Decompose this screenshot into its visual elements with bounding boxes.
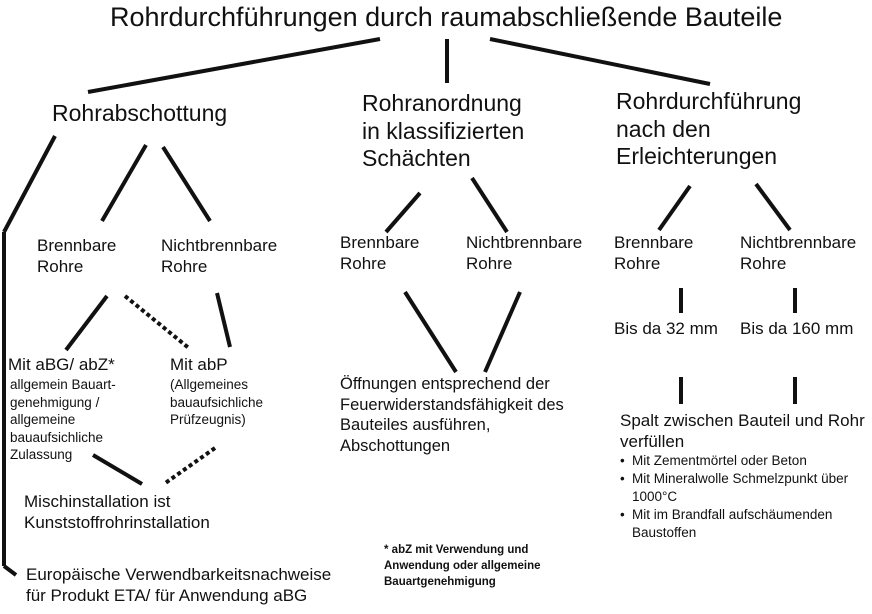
dotted-connector-abp-mix bbox=[162, 446, 217, 486]
col1-brennbare-rohre: Brennbare Rohre bbox=[37, 236, 117, 276]
col1-abp-title: Mit abP bbox=[170, 355, 228, 374]
col3-spalt-verfuellen: Spalt zwischen Bauteil und Rohr verfülle… bbox=[620, 411, 865, 451]
col3-nichtbrennbare-rohre: Nichtbrennbare Rohre bbox=[740, 233, 857, 273]
list-item: Mit Mineralwolle Schmelzpunkt über 1000°… bbox=[620, 470, 848, 506]
page-title: Rohrdurchführungen durch raumabschließen… bbox=[110, 2, 783, 32]
col3-limit-160mm: Bis da 160 mm bbox=[740, 319, 854, 338]
connector-col1-abg-mix bbox=[91, 453, 144, 486]
col2-brennbare-rohre: Brennbare Rohre bbox=[340, 233, 420, 273]
col1-nichtbrennbare-rohre: Nichtbrennbare Rohre bbox=[161, 236, 278, 276]
connector-col2-brennbar-result bbox=[403, 290, 458, 374]
list-item: Mit im Brandfall aufschäumenden Baustoff… bbox=[620, 506, 848, 542]
bullet-list: Mit Zementmörtel oder Beton Mit Mineralw… bbox=[620, 452, 848, 542]
footnote-abz: * abZ mit Verwendung und Anwendung oder … bbox=[384, 544, 541, 589]
col3-fill-material-list: Mit Zementmörtel oder Beton Mit Mineralw… bbox=[620, 450, 848, 542]
connector-col3-right bbox=[754, 182, 792, 232]
col1-abg-description: allgemein Bauart- genehmigung / allgemei… bbox=[10, 377, 116, 463]
col1-europaeische-nachweise: Europäische Verwendbarkeitsnachweise für… bbox=[26, 565, 332, 605]
connector-col3-left bbox=[657, 184, 692, 232]
col1-mischinstallation: Mischinstallation ist Kunststoffrohrinst… bbox=[24, 492, 210, 532]
col2-nichtbrennbare-rohre: Nichtbrennbare Rohre bbox=[466, 233, 583, 273]
connector-col1-european-foot bbox=[2, 564, 18, 577]
connector-col2-left bbox=[384, 191, 422, 234]
connector-col1-right bbox=[161, 145, 212, 223]
heading-rohranordnung: Rohranordnung in klassifizierten Schächt… bbox=[362, 90, 525, 172]
heading-rohrdurchfuehrung-erleichterungen: Rohrdurchführung nach den Erleichterunge… bbox=[616, 88, 802, 170]
list-item: Mit Zementmörtel oder Beton bbox=[620, 452, 848, 470]
col3-brennbare-rohre: Brennbare Rohre bbox=[614, 233, 694, 273]
connector-title-col1 bbox=[87, 37, 381, 94]
connector-col1-nichtbrennbar-abp bbox=[215, 292, 232, 348]
connector-col1-left bbox=[100, 143, 148, 223]
col3-limit-32mm: Bis da 32 mm bbox=[614, 319, 718, 338]
heading-rohrabschottung: Rohrabschottung bbox=[52, 100, 228, 126]
col1-abp-description: (Allgemeines bauaufsichliche Prüfzeugnis… bbox=[170, 377, 264, 428]
connector-col1-brennbar-abg bbox=[64, 294, 109, 352]
connector-col2-right bbox=[470, 176, 509, 234]
connector-title-col3 bbox=[489, 37, 711, 86]
col2-result-oeffnungen: Öffnungen entsprechend der Feuerwidersta… bbox=[340, 375, 564, 455]
col1-abg-title: Mit aBG/ abZ* bbox=[8, 355, 115, 374]
connector-col1-european bbox=[2, 135, 57, 233]
dotted-connector-abg-abp bbox=[123, 294, 192, 351]
connector-col2-nichtbrennbar-result bbox=[483, 291, 522, 373]
